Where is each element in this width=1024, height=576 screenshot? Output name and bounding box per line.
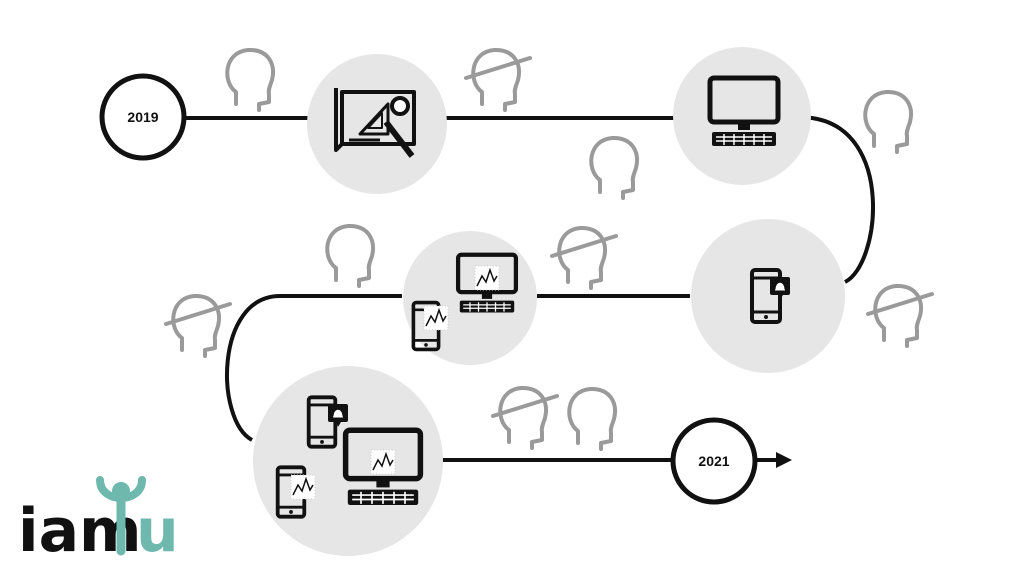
stage-planning (307, 54, 447, 194)
stage-devices-analytics (403, 231, 537, 365)
user-head-icon (567, 386, 617, 451)
user-head-crossed-icon (552, 228, 616, 288)
user-head-crossed-icon (493, 388, 557, 448)
logo-person-icon (96, 476, 146, 556)
user-head-crossed-icon (466, 50, 530, 110)
user-head-crossed-icon (868, 286, 932, 346)
stage-mobile-notification (691, 219, 845, 373)
end-year-node: 2021 (670, 417, 758, 505)
start-year-label: 2019 (127, 109, 158, 125)
user-head-icon (225, 47, 275, 112)
arrow-head-icon (776, 452, 792, 468)
stage-multi-device-platform (253, 366, 443, 556)
user-head-icon (325, 223, 375, 288)
iamyou-logo: iam u (18, 476, 179, 566)
start-year-node: 2019 (99, 73, 187, 161)
logo-text-right: u (136, 496, 179, 566)
end-year-label: 2021 (698, 453, 729, 469)
user-head-icon (863, 89, 913, 154)
user-head-icon (589, 135, 639, 200)
timeline-path (185, 116, 875, 462)
user-head-crossed-icon (166, 296, 230, 356)
stage-desktop (673, 47, 811, 185)
blueprint-icon (334, 88, 416, 158)
